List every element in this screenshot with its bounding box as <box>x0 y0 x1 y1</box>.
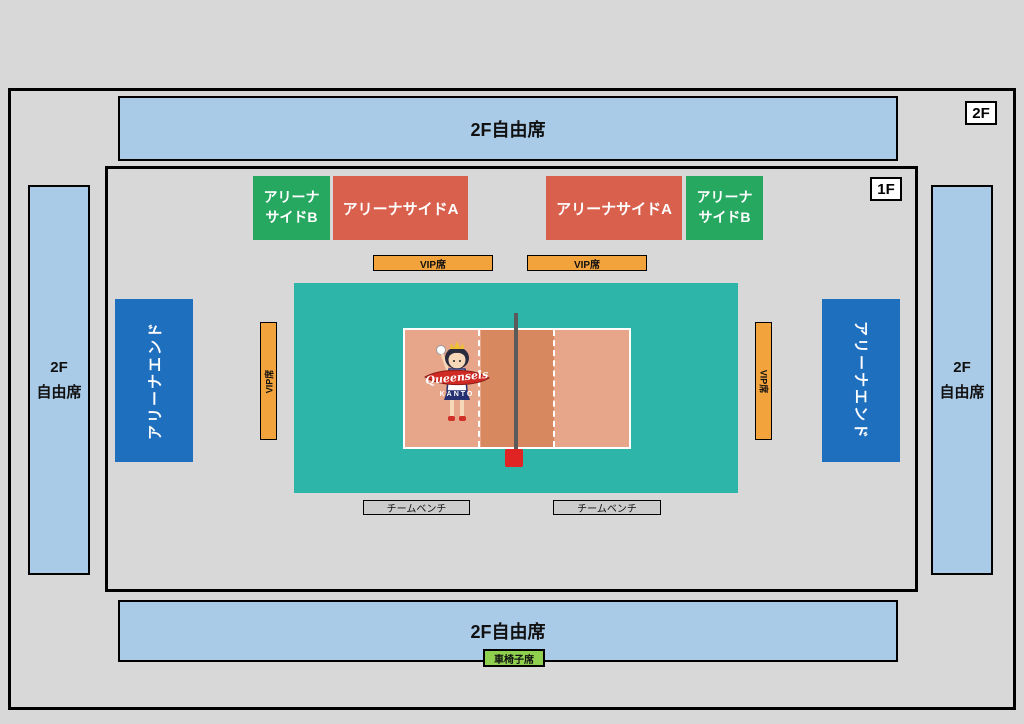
attack-line-left <box>478 330 480 447</box>
vip-side-right-label: VIP席 <box>758 369 769 393</box>
attack-line-right <box>553 330 555 447</box>
volleyball-icon <box>436 345 446 355</box>
stand-2f-top[interactable]: 2F自由席 <box>118 96 898 161</box>
venue-outline <box>8 88 1016 710</box>
arena-end-left-label: アリーナエンド <box>146 320 164 441</box>
seat-vip-top-left[interactable]: VIP席 <box>373 255 493 271</box>
seat-vip-side-right[interactable]: VIP席 <box>755 322 772 440</box>
team-mascot-logo: Queenseis KANTO <box>424 341 490 421</box>
crown-icon <box>450 341 464 349</box>
stand-2f-left[interactable]: 2F 自由席 <box>28 185 90 575</box>
seat-arena-end-right[interactable]: アリーナエンド <box>822 299 900 462</box>
seat-arena-side-b-left[interactable]: アリーナ サイドB <box>253 176 330 240</box>
logo-sub-text: KANTO <box>440 391 475 398</box>
net-line <box>514 313 518 452</box>
referee-post <box>505 449 523 467</box>
team-bench-right: チームベンチ <box>553 500 661 515</box>
arena-end-right-label: アリーナエンド <box>851 320 869 441</box>
seat-arena-side-a-left[interactable]: アリーナサイドA <box>333 176 468 240</box>
floor-badge-1f: 1F <box>870 177 902 201</box>
seat-vip-side-left[interactable]: VIP席 <box>260 322 277 440</box>
seat-arena-side-a-right[interactable]: アリーナサイドA <box>546 176 682 240</box>
vip-side-left-label: VIP席 <box>264 369 275 393</box>
team-bench-left: チームベンチ <box>363 500 470 515</box>
seat-arena-side-b-right[interactable]: アリーナ サイドB <box>686 176 763 240</box>
arena-floor-outline <box>105 166 918 592</box>
seat-vip-top-right[interactable]: VIP席 <box>527 255 647 271</box>
seat-wheelchair[interactable]: 車椅子席 <box>483 649 545 667</box>
floor-badge-2f: 2F <box>965 101 997 125</box>
logo-ribbon <box>424 369 490 386</box>
stand-2f-right[interactable]: 2F 自由席 <box>931 185 993 575</box>
seat-arena-end-left[interactable]: アリーナエンド <box>115 299 193 462</box>
